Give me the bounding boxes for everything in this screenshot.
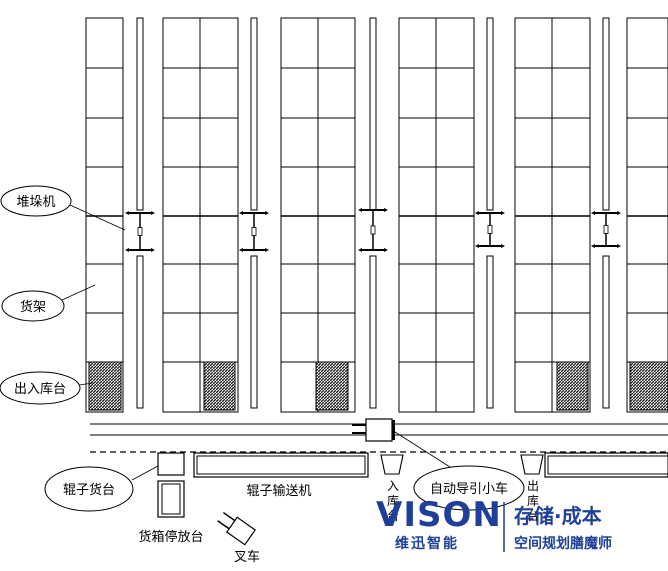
logo-brand-latin: VISON bbox=[376, 495, 502, 535]
label-io-station: 出入库台 bbox=[14, 381, 66, 397]
rack-column bbox=[514, 17, 553, 413]
logo-brand-cn: 维迅智能 bbox=[395, 535, 459, 552]
rack-column bbox=[280, 17, 319, 413]
aisle-rail bbox=[602, 17, 610, 409]
callout-agv: 自动导引小车 bbox=[394, 431, 525, 511]
label-inbound-1: 入 bbox=[387, 479, 399, 493]
callout-roller-station: 辊子货台 bbox=[44, 465, 159, 512]
inbound-station-marker bbox=[380, 454, 404, 475]
label-roller-station: 辊子货台 bbox=[63, 482, 115, 498]
rack-column bbox=[551, 17, 591, 413]
rack-column bbox=[398, 17, 437, 413]
stacker-crane bbox=[239, 211, 269, 252]
stacker-crane bbox=[591, 211, 621, 248]
rack-group bbox=[85, 17, 668, 413]
rack-column bbox=[317, 17, 356, 413]
label-roller-conveyor: 辊子输送机 bbox=[246, 483, 311, 499]
label-inbound-2: 库 bbox=[387, 493, 399, 508]
rack-column bbox=[199, 17, 239, 413]
forklift bbox=[217, 511, 257, 546]
io-station bbox=[315, 361, 349, 411]
io-station bbox=[629, 361, 668, 411]
io-station-group bbox=[88, 361, 668, 411]
aisle-rail bbox=[136, 17, 144, 409]
outbound-station-marker bbox=[520, 454, 544, 475]
aisle-rail-group bbox=[136, 17, 610, 409]
agv-vehicle bbox=[352, 418, 395, 442]
logo-slogan-sub: 空间规划膳魔师 bbox=[514, 535, 612, 552]
io-station bbox=[556, 361, 589, 411]
stacker-crane-group bbox=[125, 208, 621, 252]
label-outbound-3: 台 bbox=[527, 508, 539, 523]
callout-rack: 货架 bbox=[1, 284, 96, 322]
roller-conveyor-right bbox=[544, 452, 668, 478]
callout-stacker-crane: 堆垛机 bbox=[0, 185, 126, 231]
stacker-crane bbox=[125, 211, 155, 252]
stacker-crane bbox=[358, 208, 388, 252]
vison-logo: VISON 维迅智能 存储·成本 空间规划膳魔师 bbox=[376, 495, 612, 552]
rack-column bbox=[626, 17, 668, 413]
roller-station bbox=[157, 452, 185, 476]
rack-column bbox=[435, 17, 475, 413]
label-forklift: 叉车 bbox=[234, 549, 260, 565]
label-stacker-crane: 堆垛机 bbox=[16, 195, 55, 210]
io-station bbox=[88, 361, 122, 411]
label-rack: 货架 bbox=[20, 299, 46, 315]
container-parking-platform bbox=[157, 480, 185, 518]
roller-conveyor-left bbox=[193, 452, 369, 478]
aisle-rail bbox=[250, 17, 258, 409]
io-station bbox=[203, 361, 236, 411]
label-inbound-3: 台 bbox=[387, 508, 399, 523]
label-agv: 自动导引小车 bbox=[430, 481, 508, 497]
label-container-parking: 货箱停放台 bbox=[138, 529, 203, 545]
logo-slogan-main: 存储·成本 bbox=[514, 504, 602, 528]
aisle-rail bbox=[486, 17, 494, 409]
label-outbound-2: 库 bbox=[527, 493, 539, 508]
stacker-crane bbox=[475, 211, 505, 248]
callout-io-station: 出入库台 bbox=[0, 371, 94, 405]
rack-column bbox=[162, 17, 201, 413]
label-outbound-1: 出 bbox=[527, 479, 539, 493]
